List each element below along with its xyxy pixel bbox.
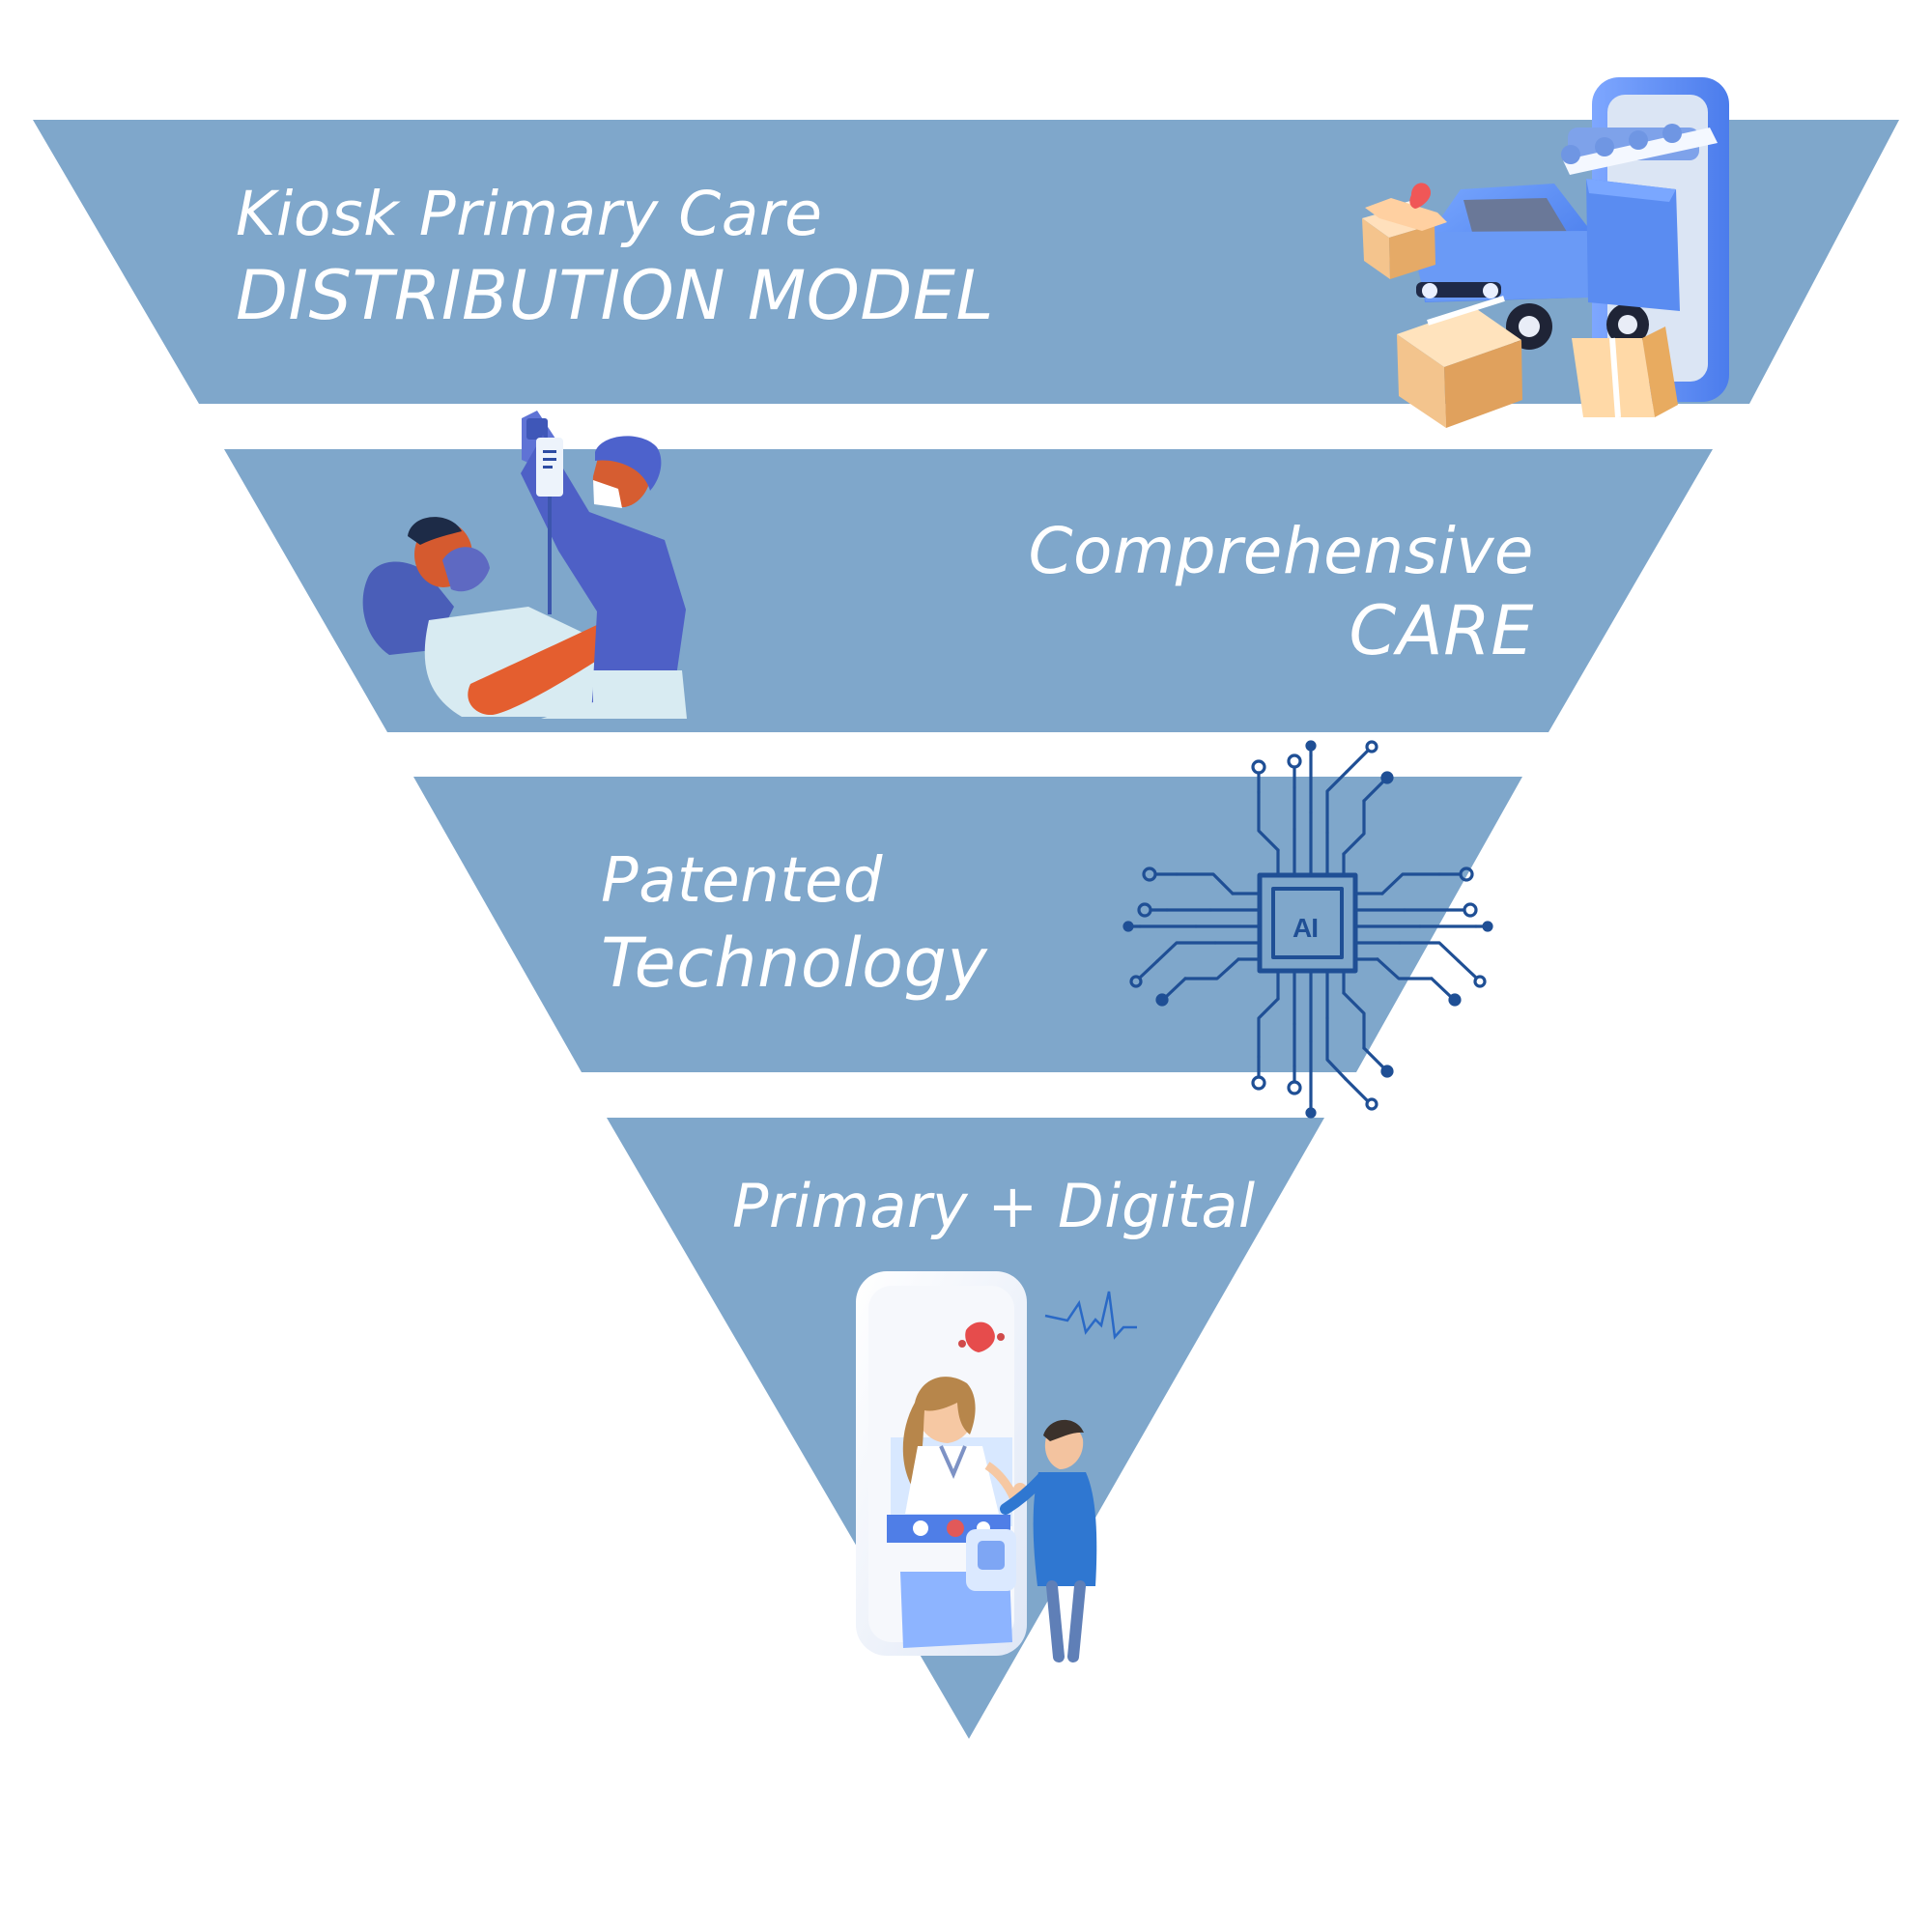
layer-1-text: Kiosk Primary Care DISTRIBUTION MODEL xyxy=(236,184,994,329)
ai-chip-icon xyxy=(1122,740,1493,1119)
layer-2-text: Comprehensive CARE xyxy=(1028,514,1534,670)
layer-4-title: Primary + Digital xyxy=(732,1171,1256,1241)
patient-care-illustration-icon xyxy=(362,411,687,719)
layer-1-subtitle: DISTRIBUTION MODEL xyxy=(236,256,995,335)
layer-3-band xyxy=(413,777,1522,1072)
delivery-truck-phone-icon xyxy=(1362,77,1729,428)
layer-4-text: Primary + Digital xyxy=(732,1177,1256,1236)
layer-3-subtitle: Technology xyxy=(601,923,988,1003)
layer-3-title: Patented xyxy=(601,845,883,917)
ai-chip-label: AI xyxy=(1293,913,1319,943)
layer-2-title: Comprehensive xyxy=(1028,514,1534,588)
digital-doctor-phone-icon xyxy=(856,1271,1137,1662)
layer-3-text: Patented Technology xyxy=(601,850,987,997)
layer-2-subtitle: CARE xyxy=(1349,591,1534,670)
layer-1-title: Kiosk Primary Care xyxy=(236,179,823,249)
